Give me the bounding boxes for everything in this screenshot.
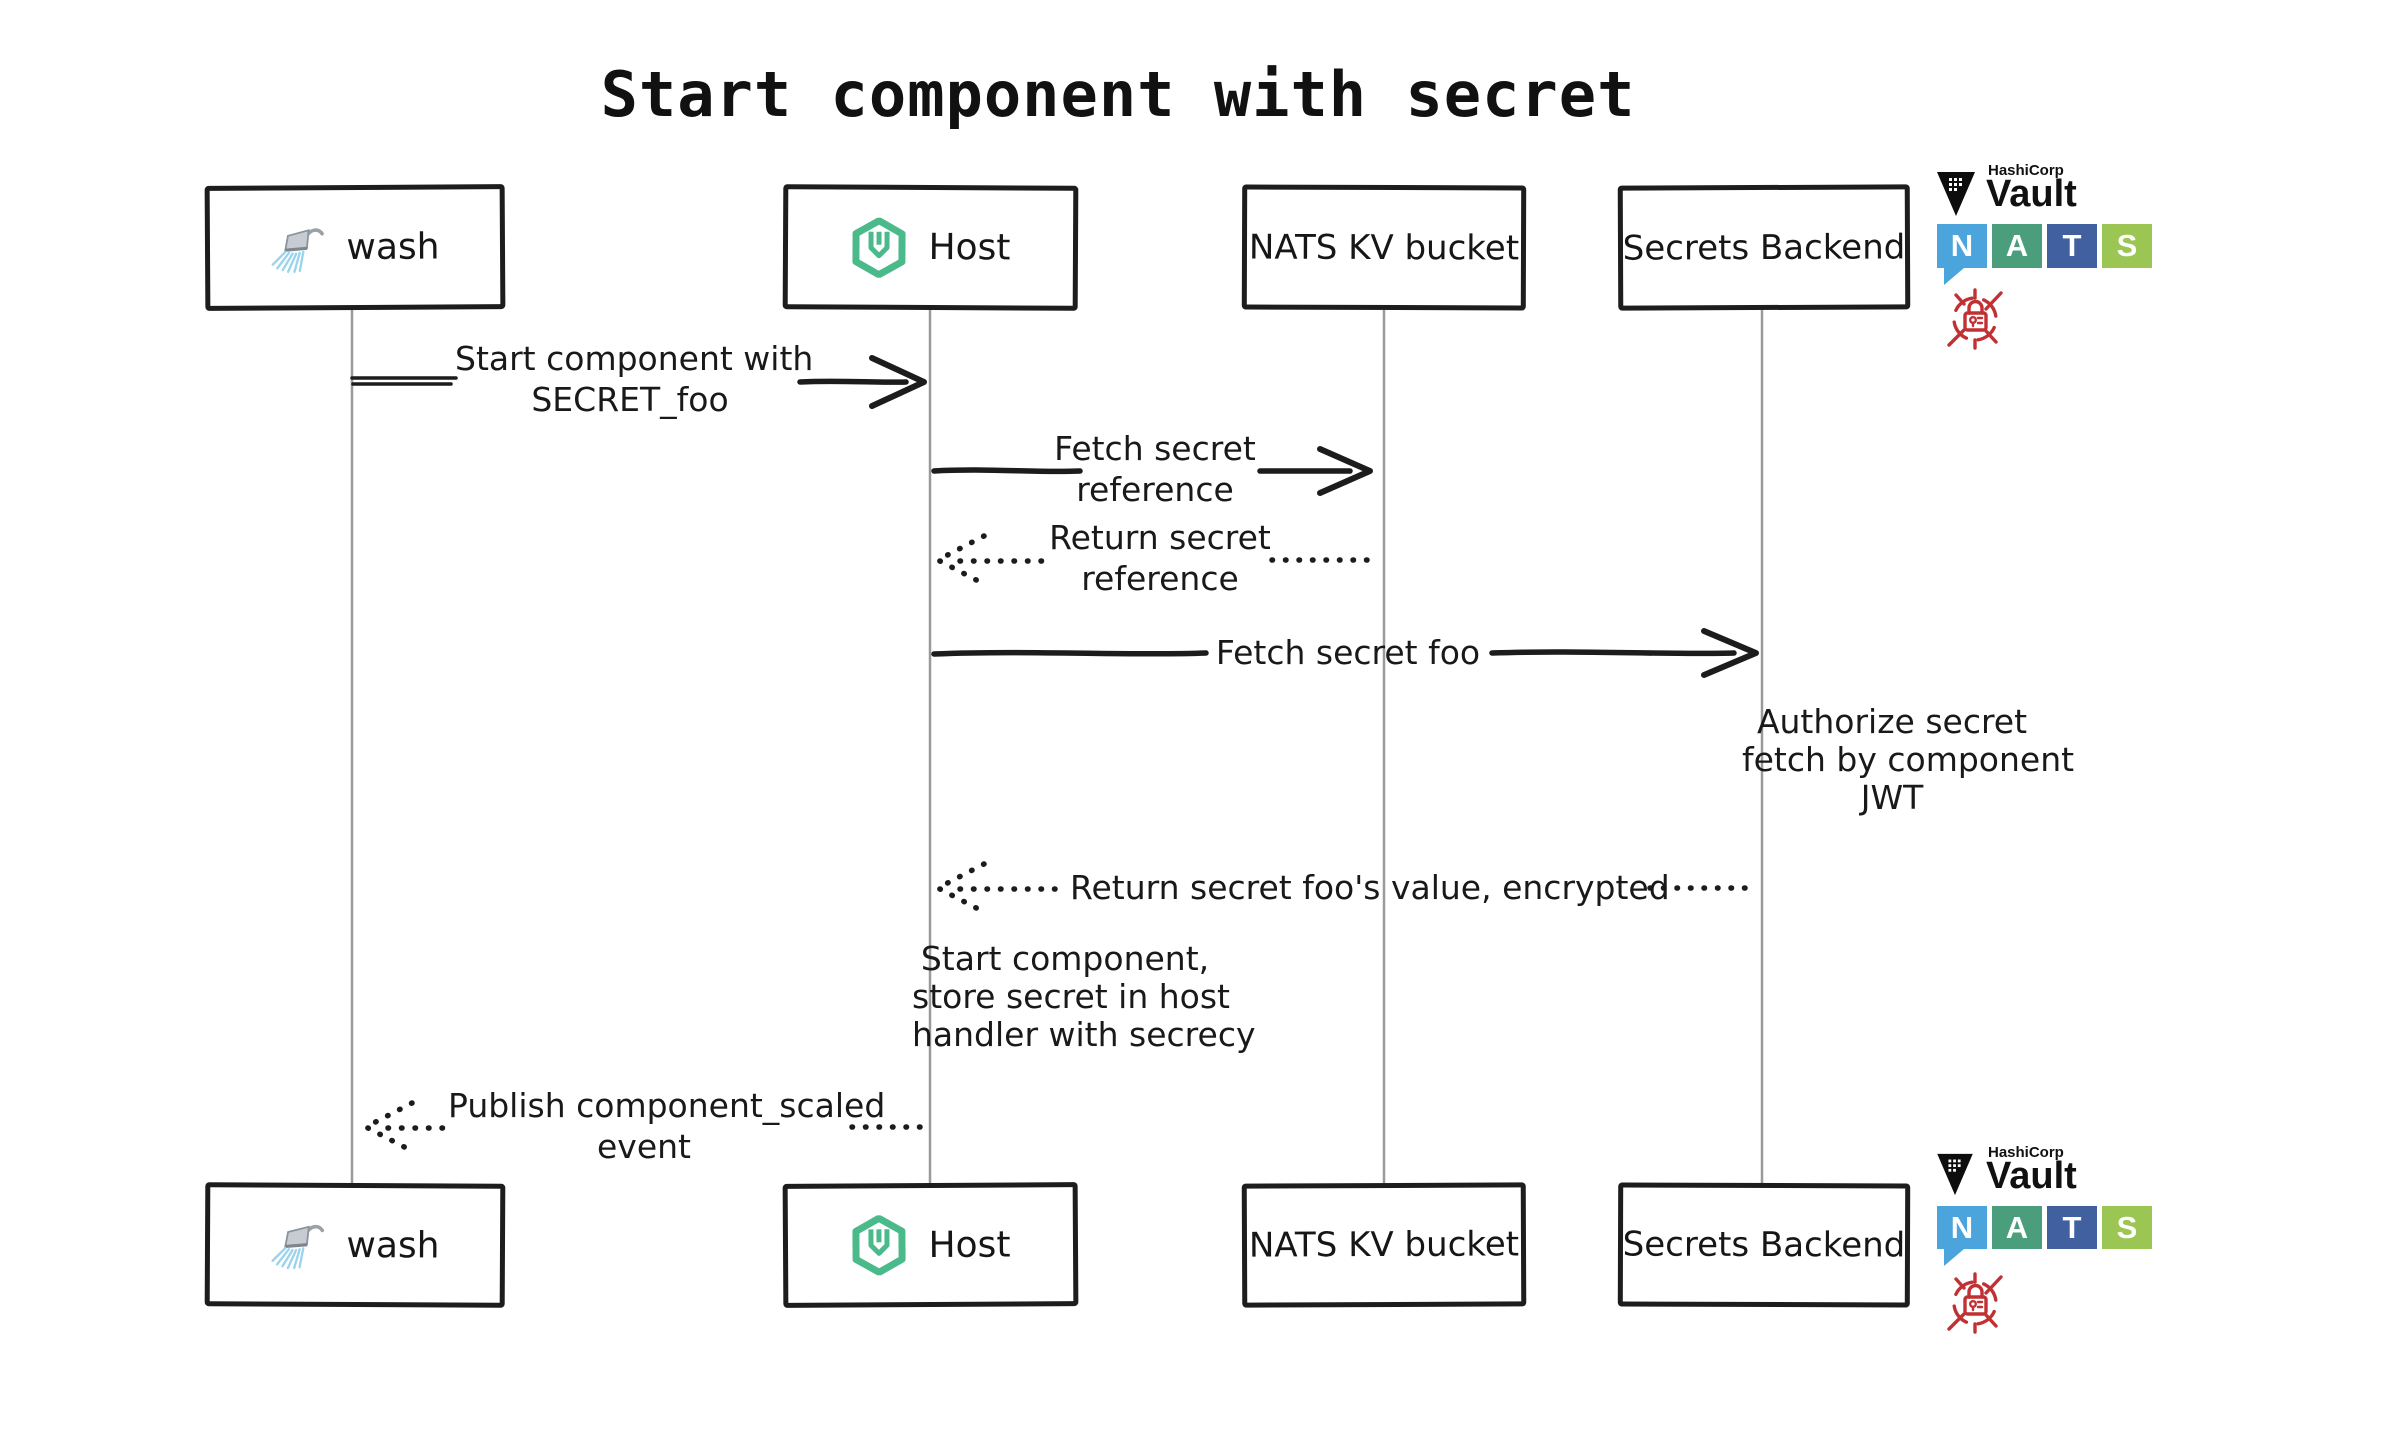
message-6-label: Publish component_scaled event [448, 1086, 886, 1166]
note-authorize-secret-fetch: Authorize secret fetch by component JWT [1742, 702, 2075, 817]
nats-tile-n: N [1937, 224, 1987, 268]
actor-label-wash: wash [346, 226, 440, 269]
actor-label-wash: wash [346, 1224, 440, 1266]
note-start-component-store-secret: Start component, store secret in host ha… [912, 939, 1256, 1054]
message-2-label: Fetch secret reference [1054, 429, 1256, 509]
message-5-label: Return secret foo's value, encrypted [1070, 868, 1670, 907]
nats-logo: N A T S [1937, 224, 2157, 286]
message-4-arrowhead [1701, 628, 1759, 678]
message-1-label: Start component with SECRET_foo [455, 339, 814, 419]
actor-box-wash-bottom: wash [204, 1182, 506, 1308]
secret-lock-icon [1947, 288, 2003, 350]
shower-icon [271, 1224, 325, 1270]
message-1-arrowhead [869, 355, 927, 409]
message-3-label: Return secret reference [1049, 518, 1271, 598]
actor-box-wash-top: wash [204, 184, 506, 311]
nats-tile-t: T [2047, 224, 2097, 268]
actor-label-secrets-backend: Secrets Backend [1622, 226, 1906, 269]
vault-logo: HashiCorp Vault [1936, 162, 2156, 217]
vault-company-text: HashiCorp [1988, 1144, 2064, 1161]
nats-tile-n: N [1937, 1206, 1987, 1249]
actor-box-host-bottom: Host [782, 1182, 1079, 1308]
nats-logo: N A T S [1937, 1206, 2157, 1266]
nats-tile-a: A [1992, 1206, 2042, 1249]
vault-logo: HashiCorp Vault [1936, 1144, 2156, 1199]
vault-triangle-icon [1937, 172, 1975, 216]
shower-icon [272, 227, 325, 273]
message-3-arrowhead [935, 533, 987, 587]
nats-speech-tail [1944, 1249, 1964, 1266]
actor-label-secrets-backend: Secrets Backend [1622, 1224, 1906, 1266]
nats-tile-s: S [2102, 1206, 2152, 1249]
nats-tile-a: A [1992, 224, 2042, 268]
nats-tile-s: S [2102, 224, 2152, 268]
actor-box-nats-kv-bottom: NATS KV bucket [1241, 1182, 1527, 1308]
actor-label-host: Host [928, 1224, 1011, 1266]
wasmcloud-host-icon [851, 1215, 906, 1276]
wasmcloud-host-icon [851, 217, 906, 278]
secret-lock-icon [1947, 1272, 2003, 1334]
vault-triangle-icon [1937, 1153, 1973, 1196]
message-5-arrowhead [935, 861, 987, 915]
message-2-arrowhead [1317, 446, 1373, 496]
nats-speech-tail [1944, 268, 1964, 285]
actor-box-secrets-backend-top: Secrets Backend [1617, 184, 1911, 311]
message-4-label: Fetch secret foo [1215, 633, 1481, 672]
diagram-title: Start component with secret [600, 58, 1636, 131]
actor-label-host: Host [928, 226, 1011, 269]
vault-product-text: Vault [1986, 173, 2077, 215]
actor-box-host-top: Host [782, 184, 1079, 311]
vault-product-text: Vault [1986, 1155, 2077, 1197]
actor-box-nats-kv-top: NATS KV bucket [1241, 184, 1527, 311]
nats-tile-t: T [2047, 1206, 2097, 1249]
actor-label-nats-kv: NATS KV bucket [1248, 227, 1520, 268]
actor-label-nats-kv: NATS KV bucket [1248, 1224, 1520, 1266]
actor-box-secrets-backend-bottom: Secrets Backend [1617, 1182, 1911, 1308]
vault-company-text: HashiCorp [1988, 162, 2064, 179]
message-6-arrowhead [363, 1100, 415, 1154]
